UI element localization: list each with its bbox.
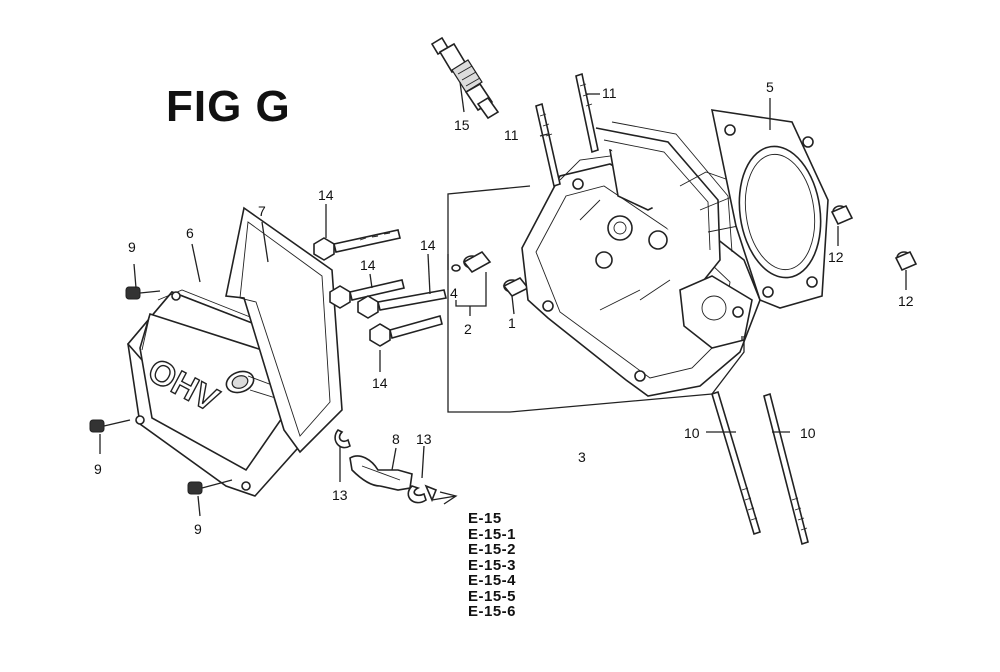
reference-list: E-15 E-15-1 E-15-2 E-15-3 E-15-4 E-15-5 … xyxy=(468,511,538,620)
callout-3: 3 xyxy=(578,449,586,465)
callout-15: 15 xyxy=(454,117,470,133)
stud-11-right xyxy=(575,72,599,154)
bolt-9-bottom xyxy=(187,479,233,495)
callout-10-right: 10 xyxy=(800,425,816,441)
reference-item: E-15 xyxy=(468,510,502,527)
stud-10-right xyxy=(763,392,809,546)
callout-14-long: 14 xyxy=(318,187,334,203)
assembly-bracket xyxy=(447,185,745,413)
callout-9-top: 9 xyxy=(128,239,136,255)
clip-13-right xyxy=(407,484,438,504)
bolt-14-lower xyxy=(369,315,443,347)
bolt-14-long xyxy=(313,229,401,261)
callout-7: 7 xyxy=(258,203,266,219)
callout-12-upper: 12 xyxy=(828,249,844,265)
callout-10-left: 10 xyxy=(684,425,700,441)
dowel-12-lower xyxy=(894,250,918,272)
breather-tube xyxy=(349,455,413,491)
reference-item: E-15-5 xyxy=(468,587,517,605)
bolt-14-middle xyxy=(357,289,447,319)
callout-1: 1 xyxy=(508,315,516,331)
stud-11-left xyxy=(535,102,561,188)
callout-14-upper: 14 xyxy=(360,257,376,273)
reference-item: E-15-6 xyxy=(468,603,517,620)
cylinder-head xyxy=(521,121,761,397)
callout-9-bottom: 9 xyxy=(194,521,202,537)
callout-12-lower: 12 xyxy=(898,293,914,309)
callout-13-left: 13 xyxy=(332,487,348,503)
callout-9-middle: 9 xyxy=(94,461,102,477)
head-gasket xyxy=(710,109,829,309)
reference-item: E-15-2 xyxy=(468,541,517,558)
callout-13-right: 13 xyxy=(416,431,432,447)
callout-11-left: 11 xyxy=(504,127,519,143)
callout-5: 5 xyxy=(766,79,774,95)
bolt-9-top xyxy=(125,286,161,300)
bolt-14-upper xyxy=(329,279,405,309)
dowel-pin xyxy=(451,250,530,298)
callout-14-middle: 14 xyxy=(420,237,436,253)
callout-2: 2 xyxy=(464,321,472,337)
reference-item: E-15-3 xyxy=(468,556,517,574)
callout-6: 6 xyxy=(186,225,194,241)
stud-10-left xyxy=(711,390,761,536)
leader-lines xyxy=(99,81,907,517)
spark-plug xyxy=(430,36,500,120)
dowel-12-upper xyxy=(830,204,854,226)
clip-13-left xyxy=(334,428,351,449)
bolt-9-middle xyxy=(89,419,131,433)
callout-14-lower: 14 xyxy=(372,375,388,391)
callout-8: 8 xyxy=(392,431,400,447)
callout-4: 4 xyxy=(450,285,458,301)
callout-11-right: 11 xyxy=(602,85,617,101)
figure-title: FIG G xyxy=(166,82,291,131)
reference-item: E-15-4 xyxy=(468,572,517,589)
callout-numbers: 1 2 3 4 5 6 7 8 9 9 9 10 10 11 11 12 12 … xyxy=(94,79,914,537)
reference-item: E-15-1 xyxy=(468,525,517,543)
